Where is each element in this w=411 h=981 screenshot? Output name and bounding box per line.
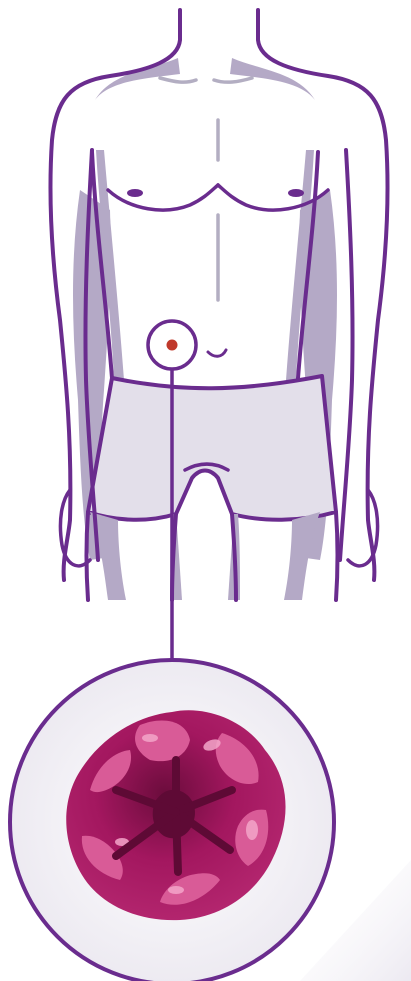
chest-lines	[108, 185, 328, 210]
stoma-magnified-view	[10, 660, 334, 981]
left-nipple	[127, 189, 143, 197]
navel	[208, 350, 226, 356]
shorts	[88, 376, 336, 520]
stoma-marker-dot	[167, 340, 178, 351]
muscle-lines	[160, 78, 252, 300]
right-nipple	[288, 189, 304, 197]
